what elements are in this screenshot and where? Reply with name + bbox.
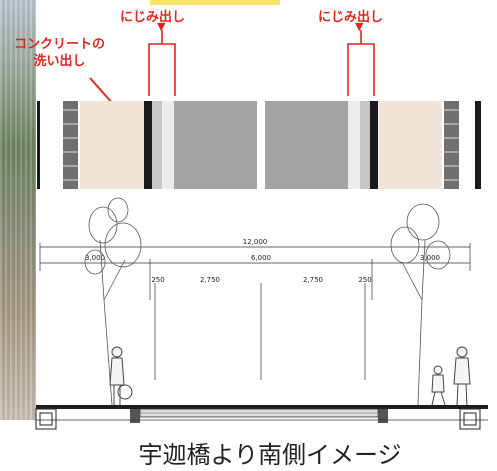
dim-lane-left: 2,750 <box>200 276 220 284</box>
dimension-lines <box>39 243 471 380</box>
child-pedestrian-icon <box>431 365 446 406</box>
dim-right-side: 3,000 <box>420 254 440 262</box>
bridge-deck <box>35 405 488 430</box>
wash-finish-label: コンクリートの 洗い出し <box>14 36 105 70</box>
wash-label-line1: コンクリートの <box>14 37 106 52</box>
bleed-marker-left-icon: ▼ <box>157 20 166 33</box>
dim-total: 12,000 <box>243 238 268 246</box>
tree-left-icon <box>84 197 142 406</box>
dim-center: 6,000 <box>251 254 271 262</box>
person-bicycle-icon <box>109 346 133 405</box>
yellow-header-tab <box>150 0 280 5</box>
dim-lane-right: 2,750 <box>303 276 323 284</box>
dim-gap-left: 250 <box>151 276 164 284</box>
tree-right-icon <box>390 203 451 406</box>
plan-view-strip <box>36 101 497 189</box>
bleed-label-left: にじみ出し <box>120 10 186 25</box>
dim-left-side: 3,000 <box>85 254 105 262</box>
aerial-photo-strip <box>0 0 36 420</box>
dimension-labels: 12,000 3,000 6,000 3,000 250 2,750 2,750… <box>85 238 440 284</box>
bleed-brackets <box>148 30 375 96</box>
bleed-marker-right-icon: ▼ <box>355 20 364 33</box>
adult-pedestrian-icon <box>453 346 471 407</box>
dim-gap-right: 250 <box>358 276 371 284</box>
diagram-caption: 宇迦橋より南側イメージ <box>138 441 402 469</box>
wash-label-line2: 洗い出し <box>33 54 86 69</box>
bleed-label-right: にじみ出し <box>318 10 384 25</box>
